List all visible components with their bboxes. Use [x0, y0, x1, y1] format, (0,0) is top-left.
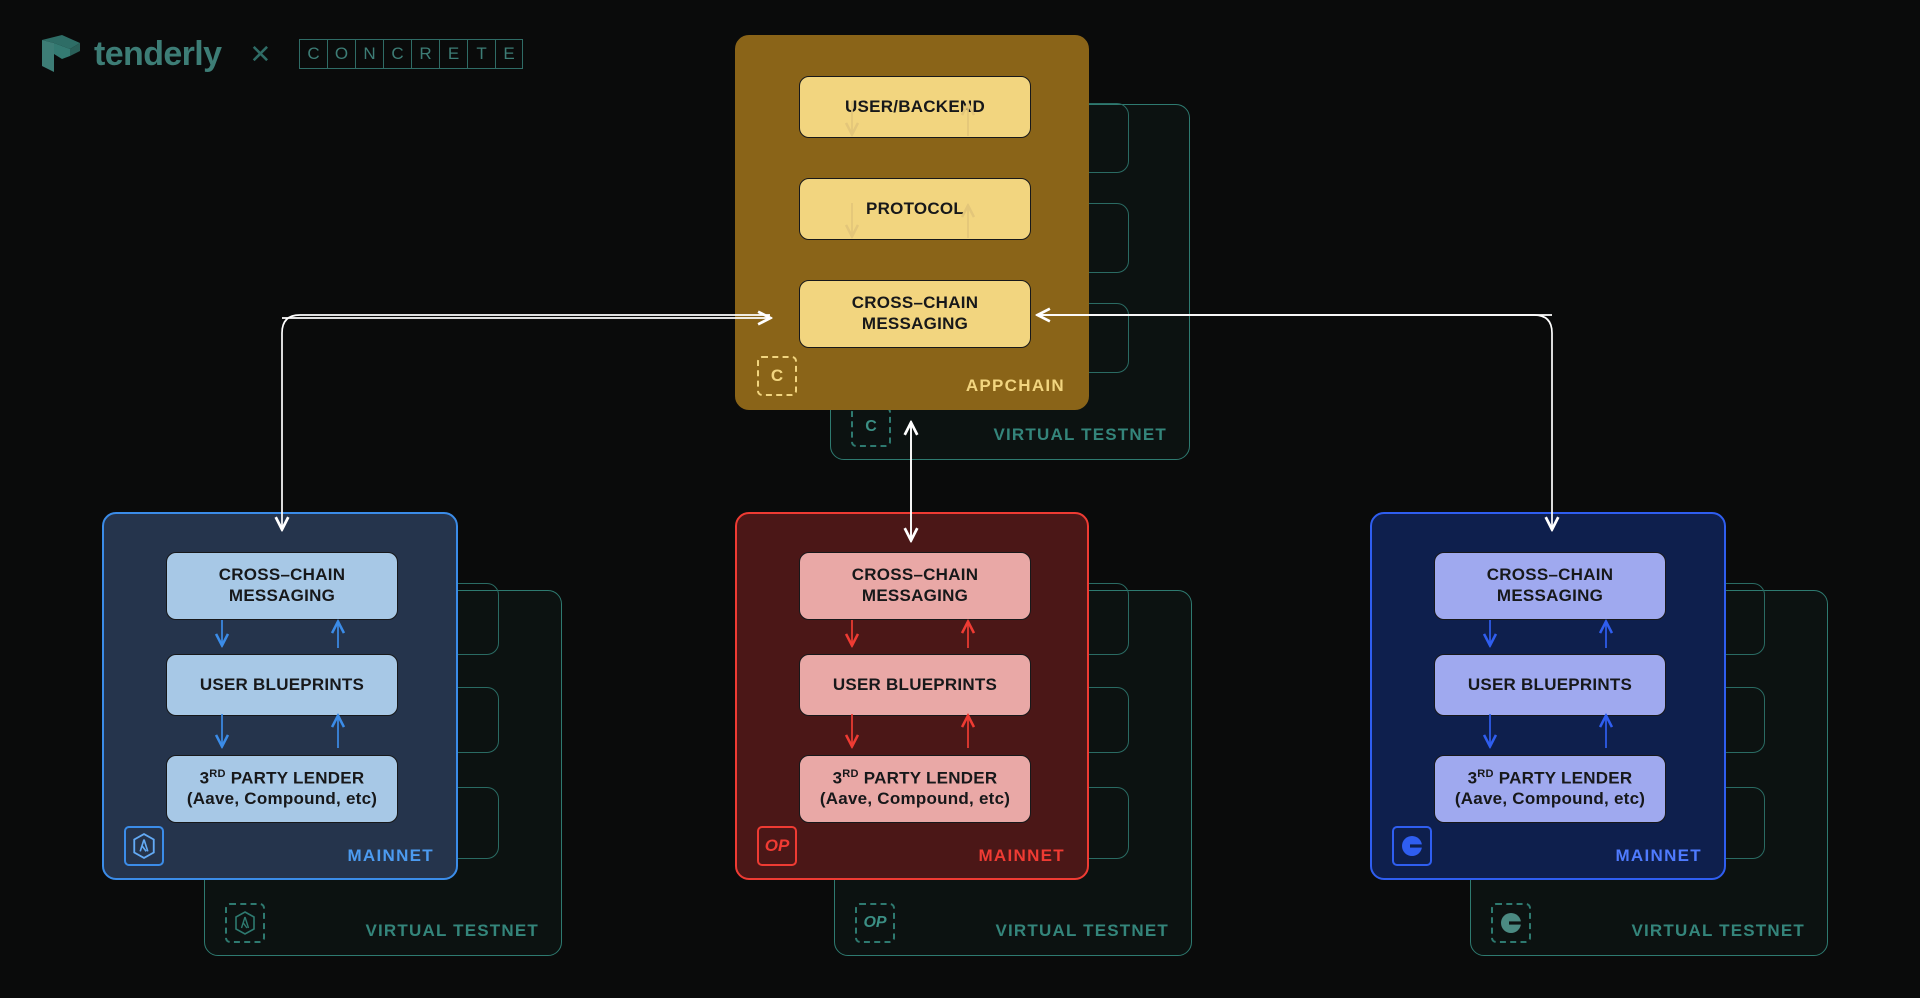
tenderly-logo-icon — [42, 35, 80, 72]
arbitrum-logo-icon — [133, 833, 155, 859]
node-cross-chain-messaging[interactable]: CROSS–CHAIN MESSAGING — [166, 552, 398, 620]
chain-panel-optimism[interactable]: CROSS–CHAIN MESSAGING USER BLUEPRINTS 3R… — [735, 512, 1089, 880]
connector-appchain-arbitrum — [282, 315, 770, 529]
ghost-badge-optimism-logo-icon: OP — [855, 903, 895, 943]
ghost-badge-concrete-c-icon: C — [851, 407, 891, 447]
node-user-blueprints[interactable]: USER BLUEPRINTS — [166, 654, 398, 716]
virtual-testnet-label: VIRTUAL TESTNET — [993, 425, 1167, 444]
brand-header: tenderly ✕ C O N C R E T E — [40, 32, 524, 76]
node-title: 3RD PARTY LENDER — [832, 767, 998, 788]
concrete-letter: N — [354, 39, 384, 69]
node-title: 3RD PARTY LENDER — [1467, 767, 1633, 788]
node-protocol[interactable]: PROTOCOL — [799, 178, 1031, 240]
brand-name: tenderly — [94, 34, 222, 73]
node-third-party-lender[interactable]: 3RD PARTY LENDER (Aave, Compound, etc) — [799, 755, 1031, 823]
node-cross-chain-messaging[interactable]: CROSS–CHAIN MESSAGING — [1434, 552, 1666, 620]
concrete-letter: C — [382, 39, 412, 69]
chain-panel-arbitrum[interactable]: CROSS–CHAIN MESSAGING USER BLUEPRINTS 3R… — [102, 512, 458, 880]
virtual-testnet-label: VIRTUAL TESTNET — [995, 921, 1169, 940]
virtual-testnet-label: VIRTUAL TESTNET — [1631, 921, 1805, 940]
chain-panel-appchain[interactable]: USER/BACKEND PROTOCOL CROSS–CHAIN MESSAG… — [735, 35, 1089, 410]
base-logo-icon — [1402, 836, 1423, 856]
badge-base-logo-icon — [1392, 826, 1432, 866]
tenderly-brand: tenderly — [40, 32, 222, 76]
panel-label-mainnet: MAINNET — [978, 846, 1065, 865]
panel-label-appchain: APPCHAIN — [965, 376, 1065, 395]
concrete-letter: T — [466, 39, 496, 69]
node-third-party-lender[interactable]: 3RD PARTY LENDER (Aave, Compound, etc) — [1434, 755, 1666, 823]
chain-panel-base[interactable]: CROSS–CHAIN MESSAGING USER BLUEPRINTS 3R… — [1370, 512, 1726, 880]
concrete-letter: C — [298, 39, 328, 69]
concrete-wordmark: C O N C R E T E — [298, 39, 524, 69]
node-user-blueprints[interactable]: USER BLUEPRINTS — [1434, 654, 1666, 716]
panel-label-mainnet: MAINNET — [347, 846, 434, 865]
concrete-letter: O — [326, 39, 356, 69]
concrete-letter: R — [410, 39, 440, 69]
node-third-party-lender[interactable]: 3RD 3RD PARTY LENDERPARTY LENDER (Aave, … — [166, 755, 398, 823]
virtual-testnet-label: VIRTUAL TESTNET — [365, 921, 539, 940]
cross-icon: ✕ — [249, 38, 272, 69]
concrete-letter: E — [494, 39, 524, 69]
node-cross-chain-messaging[interactable]: CROSS–CHAIN MESSAGING — [799, 552, 1031, 620]
node-subtitle: (Aave, Compound, etc) — [1454, 789, 1646, 809]
node-cross-chain-messaging[interactable]: CROSS–CHAIN MESSAGING — [799, 280, 1031, 348]
badge-arbitrum-logo-icon — [124, 826, 164, 866]
arbitrum-logo-icon — [235, 911, 255, 935]
panel-label-mainnet: MAINNET — [1615, 846, 1702, 865]
node-user-backend[interactable]: USER/BACKEND — [799, 76, 1031, 138]
ghost-badge-base-logo-icon — [1491, 903, 1531, 943]
badge-concrete-c-icon: C — [757, 356, 797, 396]
node-subtitle: (Aave, Compound, etc) — [186, 789, 378, 809]
node-subtitle: (Aave, Compound, etc) — [819, 789, 1011, 809]
node-title: 3RD 3RD PARTY LENDERPARTY LENDER — [199, 767, 365, 788]
node-user-blueprints[interactable]: USER BLUEPRINTS — [799, 654, 1031, 716]
badge-optimism-logo-icon: OP — [757, 826, 797, 866]
concrete-letter: E — [438, 39, 468, 69]
base-logo-icon — [1501, 913, 1522, 933]
ghost-badge-arbitrum-logo-icon — [225, 903, 265, 943]
